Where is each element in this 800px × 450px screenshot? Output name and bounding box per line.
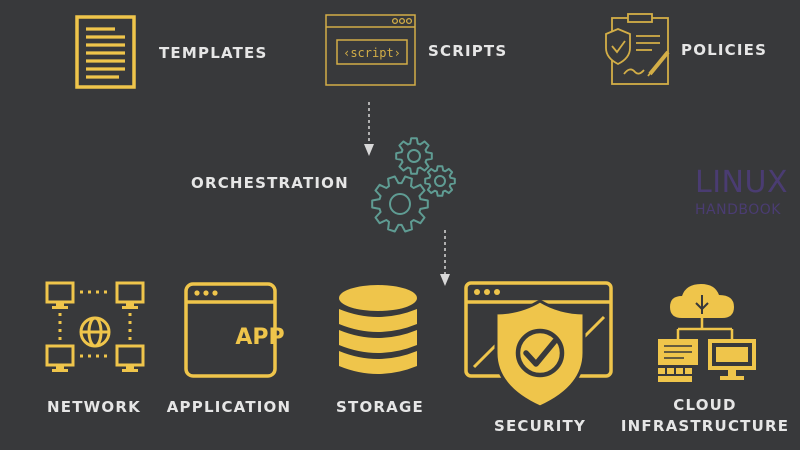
application-label: APPLICATION bbox=[166, 398, 292, 416]
policies-label: POLICIES bbox=[681, 41, 768, 59]
arrow-down-icon bbox=[364, 102, 374, 156]
storage-label: STORAGE bbox=[336, 398, 424, 416]
gear-hole bbox=[434, 175, 446, 187]
infrastructure-label: INFRASTRUCTURE bbox=[620, 417, 790, 435]
gear-hole bbox=[407, 149, 421, 163]
network-label: NETWORK bbox=[47, 398, 141, 416]
watermark-line1: LINUX bbox=[695, 165, 789, 200]
app-window-icon: APP bbox=[184, 282, 285, 378]
scripts-label: SCRIPTS bbox=[428, 42, 508, 60]
gear-shape bbox=[395, 137, 433, 175]
arrow-down-icon bbox=[440, 230, 450, 286]
shield-check-icon bbox=[464, 281, 613, 409]
gear-shape bbox=[424, 165, 456, 197]
templates-label: TEMPLATES bbox=[159, 44, 268, 62]
app-icon-text: APP bbox=[235, 325, 284, 350]
gear-shape bbox=[371, 175, 429, 233]
network-icon bbox=[45, 281, 145, 372]
watermark-line2: HANDBOOK bbox=[695, 202, 781, 218]
document-icon bbox=[75, 15, 136, 89]
script-icon-text: ‹script› bbox=[343, 46, 401, 60]
gear-hole bbox=[389, 193, 411, 215]
gears-icon bbox=[371, 137, 456, 233]
cloud-infrastructure-icon bbox=[658, 284, 756, 382]
orchestration-label: ORCHESTRATION bbox=[191, 174, 349, 192]
cloud-label: CLOUD bbox=[673, 396, 737, 414]
policy-clipboard-icon bbox=[605, 13, 670, 85]
script-window-icon: ‹script› bbox=[325, 14, 416, 86]
security-label: SECURITY bbox=[493, 417, 587, 435]
database-icon bbox=[339, 285, 417, 374]
